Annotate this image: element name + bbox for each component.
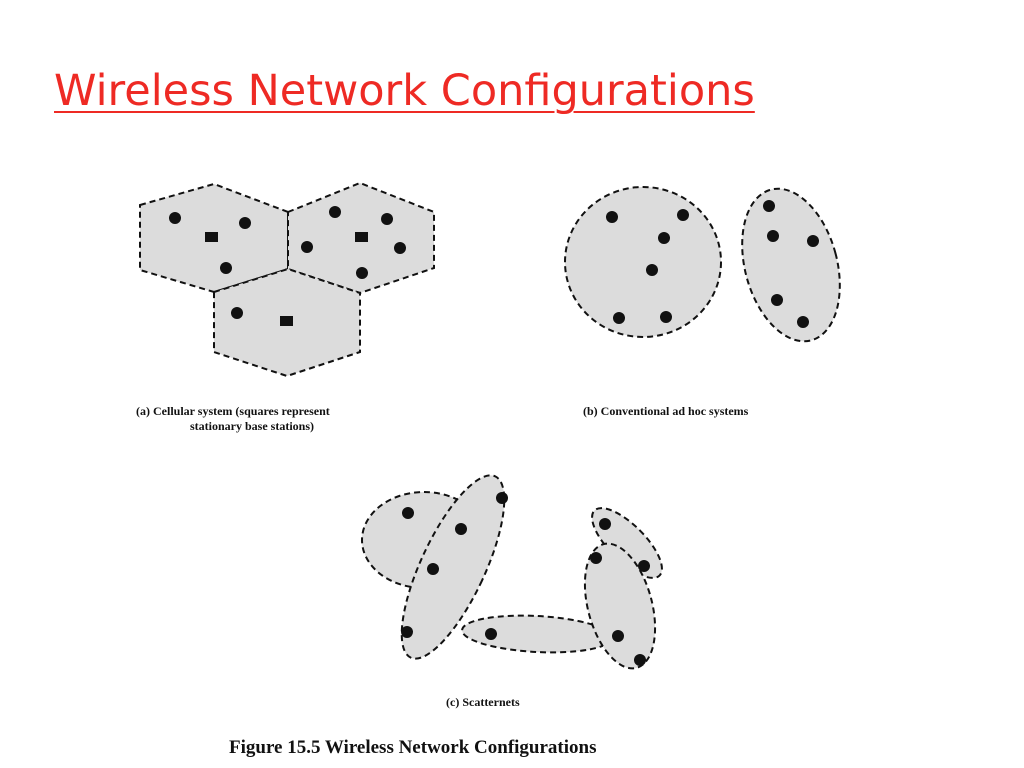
base-station <box>355 232 368 242</box>
mobile-device <box>401 626 413 638</box>
mobile-device <box>797 316 809 328</box>
base-station <box>205 232 218 242</box>
caption-adhoc: (b) Conventional ad hoc systems <box>583 404 749 418</box>
mobile-device <box>301 241 313 253</box>
mobile-device <box>356 267 368 279</box>
caption-cellular-line2: stationary base stations) <box>190 419 315 433</box>
mobile-device <box>767 230 779 242</box>
mobile-device <box>646 264 658 276</box>
caption-cellular: (a) Cellular system (squares represent <box>136 404 330 418</box>
mobile-device <box>169 212 181 224</box>
mobile-device <box>658 232 670 244</box>
mobile-device <box>231 307 243 319</box>
mobile-device <box>381 213 393 225</box>
mobile-device <box>638 560 650 572</box>
mobile-device <box>329 206 341 218</box>
mobile-device <box>634 654 646 666</box>
mobile-device <box>612 630 624 642</box>
mobile-device <box>599 518 611 530</box>
adhoc-group <box>564 186 722 338</box>
caption-scatternets: (c) Scatternets <box>446 695 520 709</box>
mobile-device <box>427 563 439 575</box>
mobile-device <box>606 211 618 223</box>
mobile-device <box>771 294 783 306</box>
mobile-device <box>613 312 625 324</box>
mobile-device <box>402 507 414 519</box>
base-station <box>280 316 293 326</box>
piconet <box>583 542 657 670</box>
mobile-device <box>496 492 508 504</box>
mobile-device <box>807 235 819 247</box>
mobile-device <box>455 523 467 535</box>
slide-title: Wireless Network Configurations <box>54 66 755 116</box>
piconet <box>400 474 506 660</box>
mobile-device <box>485 628 497 640</box>
mobile-device <box>239 217 251 229</box>
mobile-device <box>660 311 672 323</box>
adhoc-group <box>741 187 841 343</box>
figure-caption: Figure 15.5 Wireless Network Configurati… <box>229 737 597 758</box>
mobile-device <box>763 200 775 212</box>
mobile-device <box>677 209 689 221</box>
mobile-device <box>590 552 602 564</box>
mobile-device <box>394 242 406 254</box>
mobile-device <box>220 262 232 274</box>
